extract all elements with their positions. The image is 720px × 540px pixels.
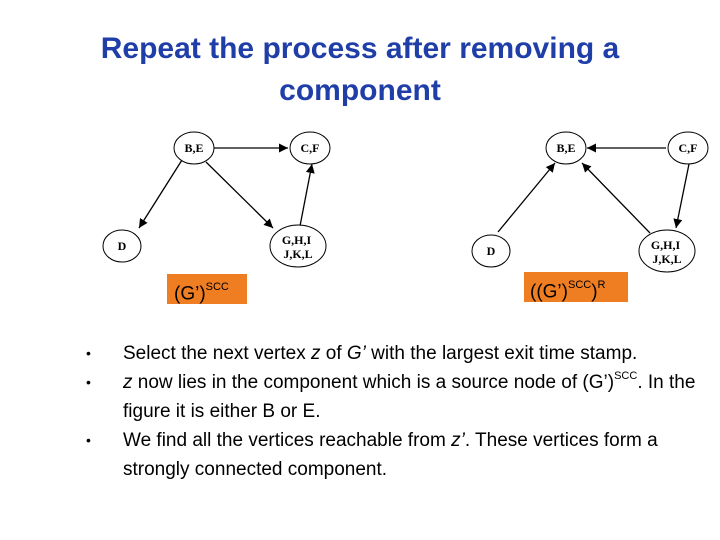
graph-right-caption: ((G’)SCC)R xyxy=(524,272,628,302)
node-ghijkl-label-line-1: G,H,I xyxy=(651,238,681,252)
graph-left-caption-sup: SCC xyxy=(205,281,229,293)
graph-right-caption-base: ((G’) xyxy=(530,281,568,303)
graph-right-caption-sup-r: R xyxy=(597,279,606,291)
graph-right-caption-close: ) xyxy=(591,281,598,303)
bullet-text: We find all the vertices reachable from … xyxy=(123,430,658,480)
node-cf-label: C,F xyxy=(301,141,320,155)
node-ghijkl-label: G,H,I J,K,L xyxy=(282,233,314,261)
node-ghijkl xyxy=(269,224,327,268)
node-d-label: D xyxy=(118,239,127,253)
node-cf-label-line: C,F xyxy=(679,141,698,155)
node-ghijkl xyxy=(638,229,696,273)
edge-cf-to-ghijkl xyxy=(673,163,690,229)
bullet-item: • Select the next vertex z of G’ with th… xyxy=(86,339,696,368)
node-ghijkl-label-line-2: J,K,L xyxy=(652,252,681,266)
node-d-label-line: D xyxy=(487,244,496,258)
bullet-list: • Select the next vertex z of G’ with th… xyxy=(86,339,696,484)
node-be-label-line: B,E xyxy=(556,141,575,155)
bullet-dot: • xyxy=(86,374,91,390)
node-cf xyxy=(667,131,709,165)
graph-left-caption-base: (G’) xyxy=(174,283,206,305)
node-ghijkl-label-line-1: G,H,I xyxy=(282,233,312,247)
node-cf-label: C,F xyxy=(679,141,698,155)
bullet-item: • We find all the vertices reachable fro… xyxy=(86,426,696,484)
node-ghijkl-label: G,H,I J,K,L xyxy=(651,238,683,266)
node-be xyxy=(173,131,215,165)
node-be-label: B,E xyxy=(556,141,575,155)
bullet-dot: • xyxy=(86,432,91,448)
graph-left-caption: (G’)SCC xyxy=(167,274,247,304)
node-ghijkl-label-line-2: J,K,L xyxy=(283,247,312,261)
edge-be-to-ghijkl xyxy=(205,161,274,229)
bullet-text: z now lies in the component which is a s… xyxy=(123,369,696,422)
node-d xyxy=(471,234,511,268)
slide-title: Repeat the process after removing a comp… xyxy=(60,28,660,112)
graph-left: B,E C,F D G,H,I J,K,L xyxy=(102,131,331,268)
node-cf-label-line: C,F xyxy=(301,141,320,155)
slide-title-line-2: component xyxy=(279,74,441,107)
bullet-dot: • xyxy=(86,345,91,361)
graph-right: B,E C,F D G,H,I J,K,L xyxy=(471,131,709,273)
bullet-item: • z now lies in the component which is a… xyxy=(86,368,696,426)
node-be-label: B,E xyxy=(184,141,203,155)
edge-d-to-be xyxy=(497,162,556,233)
bullet-text: Select the next vertex z of G’ with the … xyxy=(123,343,638,364)
graph-right-caption-sup: SCC xyxy=(567,279,592,291)
node-cf xyxy=(289,131,331,165)
node-d-label-line: D xyxy=(118,239,127,253)
edge-ghijkl-to-cf xyxy=(299,163,315,227)
node-d-label: D xyxy=(487,244,496,258)
slide-title-line-1: Repeat the process after removing a xyxy=(100,32,620,65)
edge-be-to-d xyxy=(138,159,183,229)
node-d xyxy=(102,229,142,263)
edge-ghijkl-to-be xyxy=(581,162,651,234)
node-be-label-line: B,E xyxy=(184,141,203,155)
node-be xyxy=(545,131,587,165)
